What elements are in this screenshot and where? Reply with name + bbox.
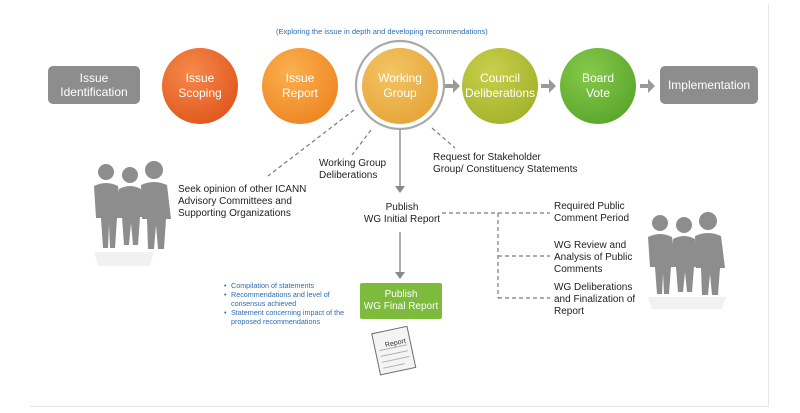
report-document-icon bbox=[371, 325, 417, 376]
arrow-council-to-board bbox=[541, 79, 556, 93]
working-group-caption: (Exploring the issue in depth and develo… bbox=[276, 27, 488, 36]
stakeholders-right-reflection-icon bbox=[648, 297, 726, 309]
wg-review-label: WG Review and Analysis of Public Comment… bbox=[554, 240, 633, 275]
stage-implementation: Implementation bbox=[660, 66, 758, 104]
flow-arrows bbox=[445, 79, 655, 93]
connector-heads bbox=[395, 186, 405, 279]
arrow-board-to-implementation bbox=[640, 79, 655, 93]
branch-line-request bbox=[431, 127, 456, 149]
branch-line-deliberations bbox=[351, 129, 372, 156]
request-statements-label: Request for Stakeholder Group/ Constitue… bbox=[433, 152, 578, 175]
stakeholders-left-icon bbox=[94, 161, 171, 249]
arrowhead-final bbox=[395, 272, 405, 279]
list-item: Statement concerning impact of the propo… bbox=[224, 308, 354, 326]
comment-period-label: Required Public Comment Period bbox=[554, 201, 630, 224]
list-item: Compilation of statements bbox=[224, 281, 354, 290]
stage-issue-report: Issue Report bbox=[262, 48, 338, 124]
stage-council-deliberations: Council Deliberations bbox=[462, 48, 538, 124]
stage-working-group: Working Group bbox=[362, 48, 438, 124]
final-report-contents-list: Compilation of statements Recommendation… bbox=[224, 281, 354, 326]
stakeholders-right-icon bbox=[648, 212, 725, 295]
wg-deliberations-label: Working Group Deliberations bbox=[319, 158, 387, 181]
dashed-branches bbox=[267, 109, 550, 299]
wg-finalization-label: WG Deliberations and Finalization of Rep… bbox=[554, 282, 636, 317]
arrowhead-initial bbox=[395, 186, 405, 193]
list-item: Recommendations and level of consensus a… bbox=[224, 290, 354, 308]
stage-board-vote: Board Vote bbox=[560, 48, 636, 124]
publish-final-report-box: Publish WG Final Report bbox=[360, 283, 442, 319]
seek-opinion-label: Seek opinion of other ICANN Advisory Com… bbox=[178, 184, 307, 219]
arrow-wg-to-council bbox=[445, 79, 460, 93]
stage-issue-scoping: Issue Scoping bbox=[162, 48, 238, 124]
publish-initial-report-label: Publish WG Initial Report bbox=[363, 202, 441, 225]
stage-issue-identification: Issue Identification bbox=[48, 66, 140, 104]
stakeholders-left-reflection-icon bbox=[94, 252, 154, 266]
